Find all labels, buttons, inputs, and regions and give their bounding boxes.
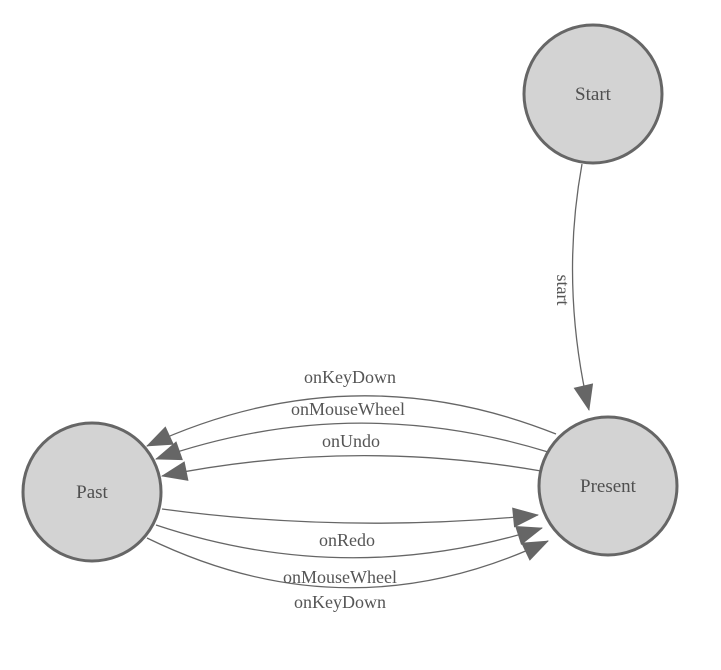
edge-present-to-past-onkeydown bbox=[146, 395, 557, 447]
node-past-label: Past bbox=[76, 482, 108, 503]
edge-label-start: start bbox=[553, 275, 573, 306]
edge-present-to-past-onmousewheel bbox=[155, 422, 549, 461]
edge-past-to-present-onmousewheel bbox=[155, 524, 543, 559]
edge-label-onundo: onUndo bbox=[322, 431, 380, 451]
edge-past-to-present-onkeydown bbox=[146, 537, 549, 589]
edge-past-to-present-onredo bbox=[161, 507, 539, 528]
edge-label-onkeydown-bottom: onKeyDown bbox=[294, 592, 386, 612]
node-start bbox=[522, 23, 664, 165]
node-start-label: Start bbox=[575, 84, 612, 105]
edge-label-onmousewheel-bottom: onMouseWheel bbox=[283, 567, 397, 587]
node-present bbox=[537, 415, 679, 557]
edge-label-onmousewheel-top: onMouseWheel bbox=[291, 399, 405, 419]
node-past bbox=[21, 421, 163, 563]
edge-label-onredo: onRedo bbox=[319, 530, 375, 550]
edge-label-onkeydown-top: onKeyDown bbox=[304, 367, 396, 387]
node-present-label: Present bbox=[580, 476, 637, 497]
edge-present-to-past-onundo bbox=[161, 455, 542, 481]
edge-start-to-present bbox=[571, 163, 594, 411]
